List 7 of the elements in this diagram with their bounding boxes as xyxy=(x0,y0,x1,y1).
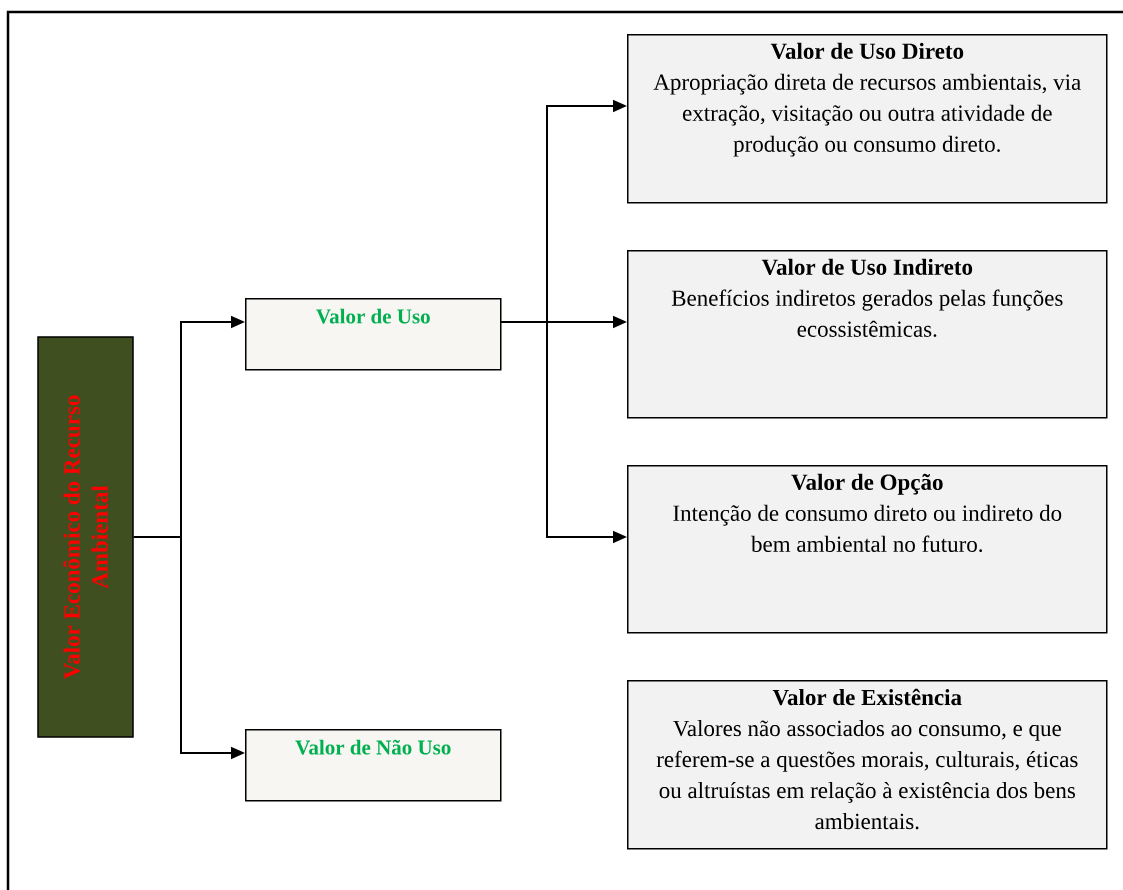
category-box: Valor de Não Uso xyxy=(245,729,502,802)
description-box: Valor de Uso Direto Apropriação direta de recursos ambientais, via extração, visitação ou outra atividade de produção ou consumo direto. xyxy=(627,34,1108,204)
rotated-box: Valor Econômico do Recurso Ambiental xyxy=(37,336,134,738)
description-box: Valor de Uso Indireto Benefícios indiretos gerados pelas funções ecossistêmicas. xyxy=(627,250,1108,419)
description-box: Valor de Opção Intenção de consumo direto ou indireto do bem ambiental no futuro. xyxy=(627,465,1108,634)
category-box: Valor de Uso xyxy=(245,298,502,371)
description-box: Valor de Existência Valores não associados ao consumo, e que referem-se a questões morais, culturais, éticas ou altruístas em relação à existência dos bens ambientais. xyxy=(627,680,1108,850)
